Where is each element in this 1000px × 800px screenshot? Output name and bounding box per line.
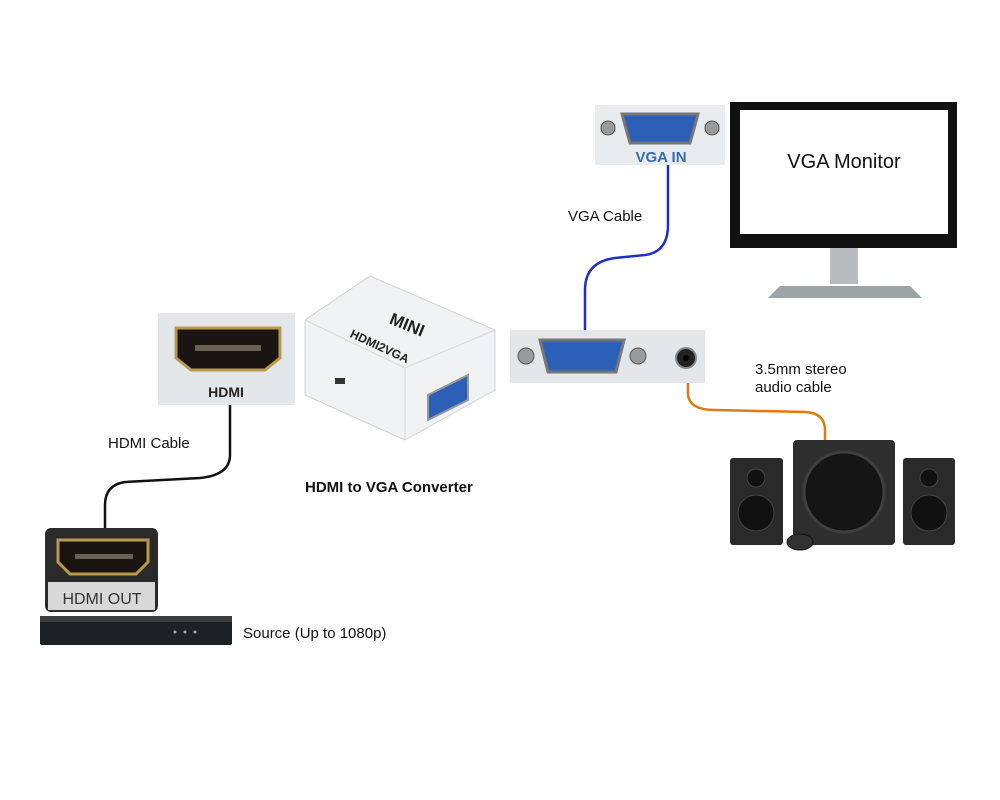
vga-cable-label: VGA Cable: [568, 208, 642, 225]
audio-cable-label-line1: 3.5mm stereo: [755, 361, 847, 378]
converter-label: HDMI to VGA Converter: [305, 479, 473, 496]
hdmi-to-vga-converter: MINI HDMI2VGA: [304, 275, 496, 441]
audio-cable-label-line2: audio cable: [755, 379, 832, 396]
vga-monitor: VGA Monitor: [730, 102, 957, 298]
hdmi-port-label: HDMI: [208, 384, 244, 400]
speaker-system: [730, 440, 955, 551]
hdmi-port-panel: HDMI: [158, 313, 295, 405]
hdmi-out-label: HDMI OUT: [62, 591, 141, 608]
source-player: [40, 616, 232, 645]
hdmi-cable-label: HDMI Cable: [108, 435, 190, 452]
hdmi-cable: [103, 405, 232, 532]
vga-audio-panel: [510, 330, 705, 383]
vga-in-label: VGA IN: [635, 149, 686, 166]
audio-cable: [686, 382, 827, 442]
monitor-label: VGA Monitor: [787, 151, 901, 173]
hdmi-out-panel: HDMI OUT: [45, 528, 158, 612]
vga-cable: [583, 162, 670, 332]
vga-in-panel: VGA IN: [595, 105, 725, 166]
source-label: Source (Up to 1080p): [243, 625, 386, 642]
